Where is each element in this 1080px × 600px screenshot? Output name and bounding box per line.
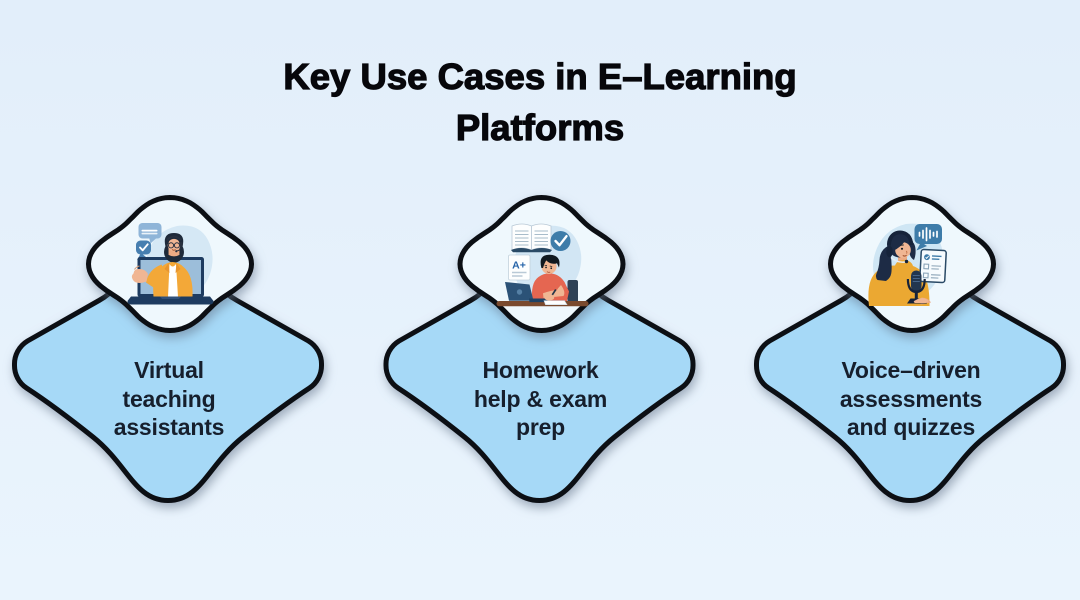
svg-text:A+: A+ xyxy=(512,260,526,272)
